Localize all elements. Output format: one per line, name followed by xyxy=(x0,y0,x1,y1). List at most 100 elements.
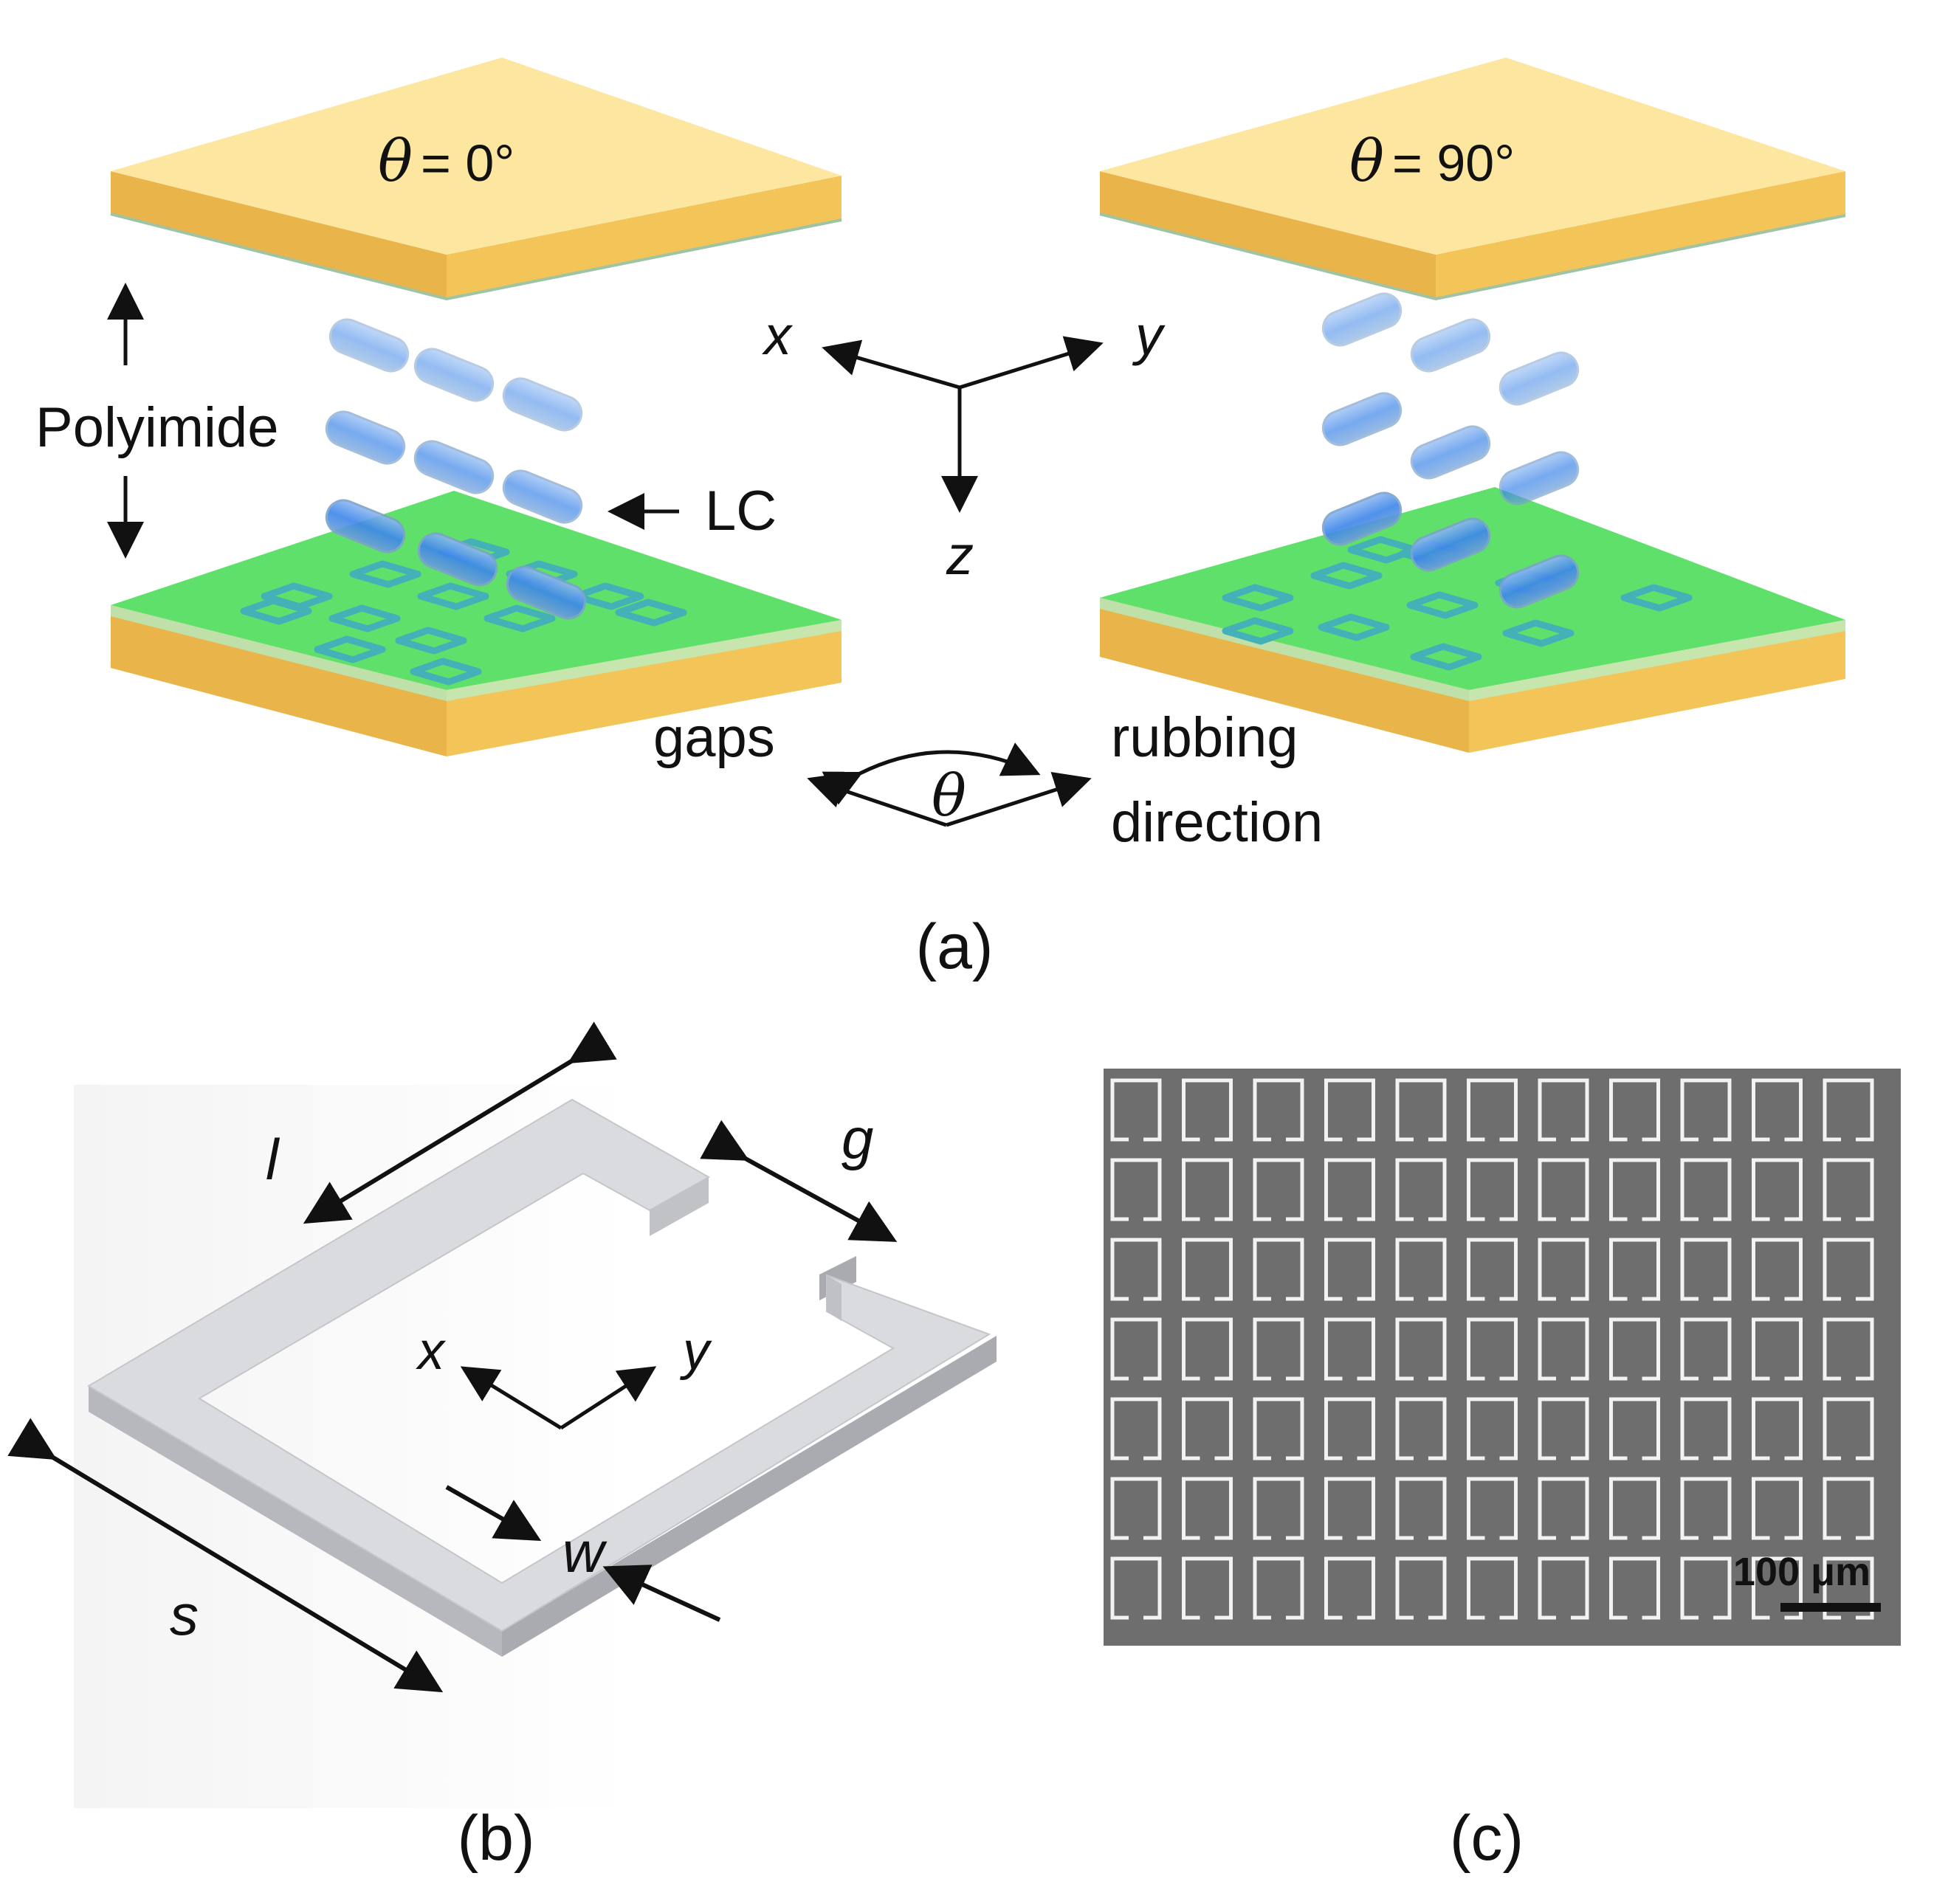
sem-resonator xyxy=(1609,1158,1660,1221)
theta-angle-symbol: θ xyxy=(932,763,966,829)
sem-resonator xyxy=(1182,1078,1233,1142)
sem-resonator xyxy=(1467,1556,1518,1620)
dim-l-label: l xyxy=(266,1127,281,1192)
sem-resonator xyxy=(1823,1317,1874,1381)
right-lc-molecules xyxy=(1321,292,1580,609)
sem-resonator xyxy=(1110,1158,1162,1221)
sem-resonator xyxy=(1680,1078,1732,1142)
right-theta-value: = 90° xyxy=(1392,134,1515,192)
b-y-axis-label: y xyxy=(679,1322,712,1381)
sem-resonator xyxy=(1182,1317,1233,1381)
gaps-label: gaps xyxy=(653,706,775,769)
sem-resonator xyxy=(1110,1078,1162,1142)
sem-resonator xyxy=(1324,1238,1375,1301)
sem-resonator xyxy=(1324,1397,1375,1460)
right-lc-cell xyxy=(1099,58,1846,753)
polyimide-label: Polyimide xyxy=(35,396,278,459)
gaps-direction-arrow xyxy=(807,772,947,827)
sem-resonator xyxy=(1467,1317,1518,1381)
sem-resonator xyxy=(1538,1238,1589,1301)
sem-resonator xyxy=(1752,1556,1803,1620)
sem-resonator xyxy=(1823,1556,1874,1620)
sem-resonator xyxy=(1752,1158,1803,1221)
g-dimension-arrow xyxy=(700,1120,898,1242)
panel-c-caption: (c) xyxy=(1450,1803,1524,1874)
sem-resonator xyxy=(1110,1477,1162,1540)
sem-resonator xyxy=(1182,1477,1233,1540)
sem-resonator xyxy=(1253,1477,1304,1540)
left-theta-value: = 0° xyxy=(421,134,515,192)
sem-resonator xyxy=(1609,1317,1660,1381)
sem-resonator xyxy=(1680,1317,1732,1381)
sem-resonator xyxy=(1395,1317,1447,1381)
sem-resonator xyxy=(1395,1158,1447,1221)
sem-resonator xyxy=(1324,1158,1375,1221)
sem-resonator xyxy=(1823,1397,1874,1460)
panel-a-axes: x y z xyxy=(762,305,1166,586)
theta-angle-annotation: gaps rubbing direction θ xyxy=(653,706,1323,854)
sem-resonator xyxy=(1324,1317,1375,1381)
sem-resonator xyxy=(1467,1238,1518,1301)
sem-resonator xyxy=(1823,1158,1874,1221)
x-axis-label: x xyxy=(762,305,794,366)
left-theta-label: θ = 0° xyxy=(378,128,515,195)
panel-b-axes: x y xyxy=(416,1322,712,1430)
y-axis-label: y xyxy=(1132,305,1166,366)
sem-resonator xyxy=(1752,1317,1803,1381)
sem-resonator xyxy=(1752,1078,1803,1142)
sem-resonator xyxy=(1395,1397,1447,1460)
sem-resonator xyxy=(1395,1556,1447,1620)
sem-resonator xyxy=(1538,1317,1589,1381)
sem-resonator xyxy=(1182,1556,1233,1620)
scale-bar-label: 100 μm xyxy=(1733,1550,1871,1594)
sem-resonator xyxy=(1680,1158,1732,1221)
left-theta-symbol: θ xyxy=(378,128,413,195)
sem-resonator xyxy=(1538,1158,1589,1221)
dim-g-label: g xyxy=(842,1106,873,1171)
right-top-substrate xyxy=(1099,58,1846,301)
sem-resonator xyxy=(1823,1078,1874,1142)
sem-resonator xyxy=(1680,1238,1732,1301)
theta-arc xyxy=(822,742,1041,805)
sem-resonator xyxy=(1538,1556,1589,1620)
sem-resonator xyxy=(1182,1158,1233,1221)
sem-resonator xyxy=(1253,1158,1304,1221)
sem-resonator xyxy=(1823,1477,1874,1540)
sem-resonator xyxy=(1467,1158,1518,1221)
sem-resonator xyxy=(1538,1078,1589,1142)
panel-a-caption: (a) xyxy=(915,911,993,982)
sem-resonator xyxy=(1538,1397,1589,1460)
sem-resonator xyxy=(1182,1238,1233,1301)
dim-w-label: w xyxy=(562,1520,608,1584)
panel-c-sem-micrograph: 100 μm (c) xyxy=(1104,1069,1901,1874)
sem-resonator xyxy=(1680,1477,1732,1540)
lc-label: LC xyxy=(705,480,777,542)
sem-resonator xyxy=(1110,1556,1162,1620)
sem-resonator xyxy=(1538,1477,1589,1540)
sem-resonator xyxy=(1752,1238,1803,1301)
sem-resonator xyxy=(1467,1477,1518,1540)
w-arrow-outer xyxy=(445,1485,542,1541)
right-theta-label: θ = 90° xyxy=(1349,128,1515,195)
sem-resonator-array xyxy=(1110,1078,1874,1620)
sem-resonator xyxy=(1467,1078,1518,1142)
sem-resonator xyxy=(1609,1238,1660,1301)
sem-resonator xyxy=(1680,1397,1732,1460)
panel-b-caption: (b) xyxy=(457,1803,534,1874)
left-lc-molecules xyxy=(325,318,587,620)
s-dimension-arrow xyxy=(7,1418,444,1693)
sem-resonator xyxy=(1182,1397,1233,1460)
sem-image-background xyxy=(1104,1069,1901,1646)
sem-resonator xyxy=(1253,1317,1304,1381)
panel-b-srr-unit-cell: x y l g s w (b) xyxy=(7,1021,997,1874)
sem-resonator xyxy=(1609,1556,1660,1620)
left-top-substrate xyxy=(110,58,842,301)
sem-resonator xyxy=(1324,1556,1375,1620)
sem-resonator xyxy=(1395,1477,1447,1540)
sem-resonator xyxy=(1395,1238,1447,1301)
sem-resonator xyxy=(1253,1078,1304,1142)
w-arrow-inner xyxy=(602,1565,721,1622)
sem-resonator xyxy=(1110,1238,1162,1301)
sem-resonator xyxy=(1680,1556,1732,1620)
